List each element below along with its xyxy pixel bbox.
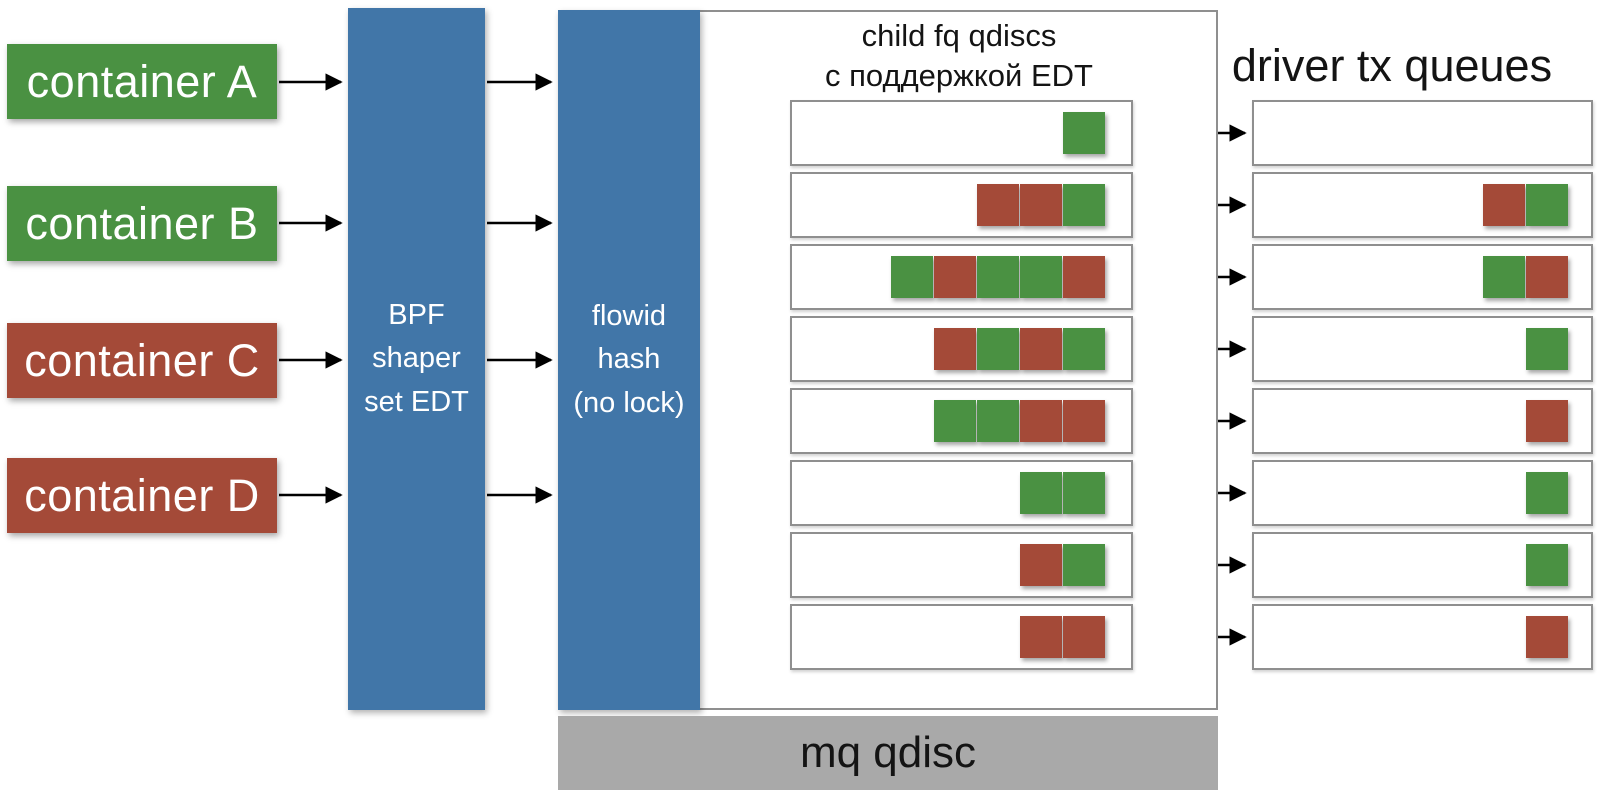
tx-queue-row-2 bbox=[1252, 172, 1593, 238]
packet-red bbox=[1020, 544, 1062, 586]
packet-red bbox=[1020, 616, 1062, 658]
packet-red bbox=[1526, 256, 1568, 298]
packet-red bbox=[977, 184, 1019, 226]
packet-green bbox=[1526, 472, 1568, 514]
flowid-box-line3: (no lock) bbox=[573, 386, 685, 419]
fq-queue-row-1 bbox=[790, 100, 1133, 166]
bpf-box-line2: shaper bbox=[372, 342, 461, 375]
fq-queue-row-7 bbox=[790, 532, 1133, 598]
packet-green bbox=[1020, 472, 1062, 514]
fq-queue-row-3 bbox=[790, 244, 1133, 310]
mq-qdisc-bar: mq qdisc bbox=[558, 716, 1218, 790]
container-d-label: container D bbox=[24, 469, 260, 521]
bpf-box-line1: BPF bbox=[388, 298, 445, 331]
tx-queue-row-6 bbox=[1252, 460, 1593, 526]
packet-red bbox=[934, 328, 976, 370]
packet-red bbox=[1526, 400, 1568, 442]
tx-queue-row-1 bbox=[1252, 100, 1593, 166]
fq-queue-row-4 bbox=[790, 316, 1133, 382]
tx-queue-row-8 bbox=[1252, 604, 1593, 670]
packet-red bbox=[1063, 256, 1105, 298]
packet-green bbox=[1526, 184, 1568, 226]
mq-qdisc-label: mq qdisc bbox=[799, 728, 977, 777]
packet-green bbox=[977, 400, 1019, 442]
flowid-box-line2: hash bbox=[597, 343, 661, 376]
packet-green bbox=[1063, 472, 1105, 514]
fq-queue-row-6 bbox=[790, 460, 1133, 526]
container-b-label: container B bbox=[25, 197, 259, 249]
packet-green bbox=[1526, 544, 1568, 586]
tx-queue-row-7 bbox=[1252, 532, 1593, 598]
packet-red bbox=[934, 256, 976, 298]
packet-red bbox=[1526, 616, 1568, 658]
packet-red bbox=[1063, 400, 1105, 442]
container-d-box: container D bbox=[7, 458, 277, 533]
packet-red bbox=[1020, 400, 1062, 442]
container-a-box: container A bbox=[7, 44, 277, 119]
bpf-box-line3: set EDT bbox=[364, 385, 469, 418]
child-fq-qdiscs-title: child fq qdiscs с поддержкой EDT bbox=[700, 16, 1218, 95]
packet-red bbox=[1020, 184, 1062, 226]
tx-queue-row-4 bbox=[1252, 316, 1593, 382]
child-fq-qdiscs-title-line2: с поддержкой EDT bbox=[825, 57, 1093, 93]
driver-tx-queues-title: driver tx queues bbox=[1231, 40, 1553, 91]
fq-queue-row-5 bbox=[790, 388, 1133, 454]
tx-queue-row-3 bbox=[1252, 244, 1593, 310]
packet-green bbox=[1063, 544, 1105, 586]
packet-green bbox=[977, 256, 1019, 298]
packet-green bbox=[1526, 328, 1568, 370]
packet-green bbox=[1483, 256, 1525, 298]
bpf-shaper-box: BPF shaper set EDT bbox=[348, 8, 485, 710]
packet-green bbox=[1063, 328, 1105, 370]
tx-queue-row-5 bbox=[1252, 388, 1593, 454]
packet-green bbox=[977, 328, 1019, 370]
container-c-box: container C bbox=[7, 323, 277, 398]
container-c-label: container C bbox=[24, 334, 260, 386]
packet-red bbox=[1483, 184, 1525, 226]
packet-green bbox=[1063, 184, 1105, 226]
packet-red bbox=[1020, 328, 1062, 370]
flowid-box-line1: flowid bbox=[591, 299, 667, 332]
packet-red bbox=[1063, 616, 1105, 658]
flowid-hash-box: flowid hash (no lock) bbox=[558, 10, 700, 710]
packet-green bbox=[934, 400, 976, 442]
packet-green bbox=[891, 256, 933, 298]
container-a-label: container A bbox=[26, 55, 258, 107]
container-b-box: container B bbox=[7, 186, 277, 261]
packet-green bbox=[1063, 112, 1105, 154]
fq-queue-row-8 bbox=[790, 604, 1133, 670]
packet-green bbox=[1020, 256, 1062, 298]
child-fq-qdiscs-title-line1: child fq qdiscs bbox=[861, 18, 1057, 53]
fq-queue-row-2 bbox=[790, 172, 1133, 238]
